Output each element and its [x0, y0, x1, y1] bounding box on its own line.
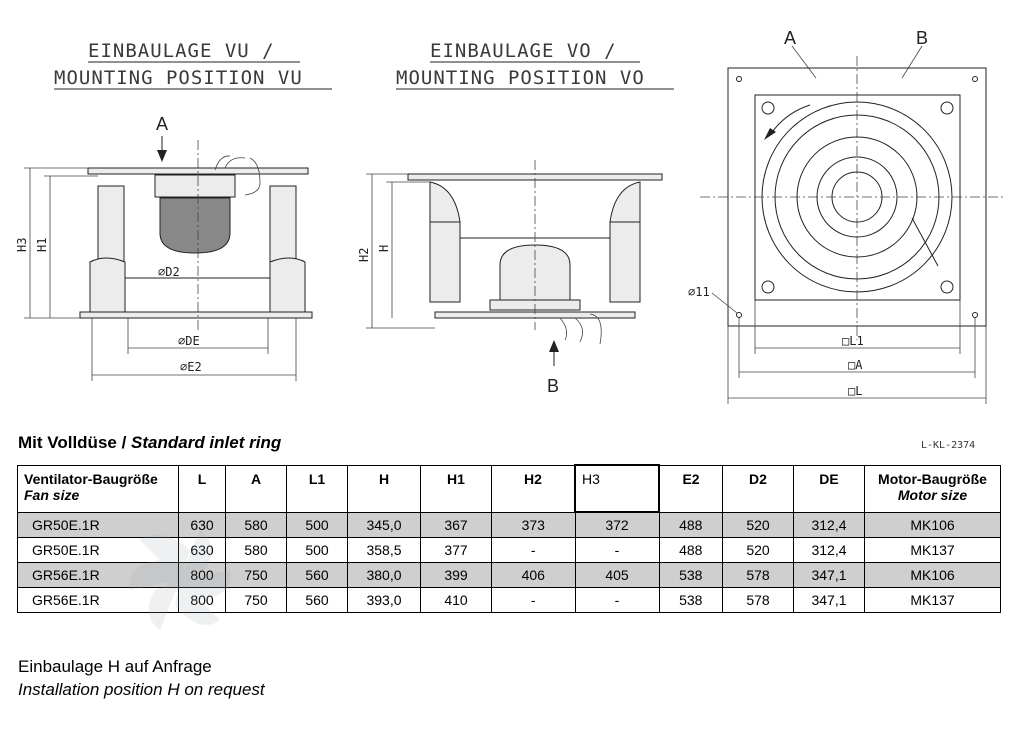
technical-drawings: EINBAULAGE VU / MOUNTING POSITION VU A H…	[15, 28, 1004, 404]
section-title-de: Mit Volldüse /	[18, 433, 132, 452]
arrow-down-icon	[157, 150, 167, 162]
rotation-arrow-icon	[764, 128, 776, 140]
vu-dim-de: ⌀DE	[178, 334, 200, 348]
vu-title-en: MOUNTING POSITION VU	[54, 67, 303, 89]
header-e2: E2	[658, 464, 723, 513]
vo-ring-right	[609, 181, 641, 223]
vu-dim-d2: ⌀D2	[158, 265, 180, 279]
drawing-vo: EINBAULAGE VO / MOUNTING POSITION VO H2 …	[357, 40, 674, 396]
vu-motor-body	[159, 197, 231, 254]
vu-label-a: A	[156, 114, 168, 134]
top-dim-l: □L	[848, 384, 862, 398]
top-hole-diameter: ⌀11	[688, 285, 710, 299]
table-row: GR50E.1R 630 580 500 358,5 377 - - 488 5…	[17, 537, 1001, 563]
top-label-a: A	[784, 28, 796, 48]
table-row: GR56E.1R 800 750 560 393,0 410 - - 538 5…	[17, 587, 1001, 613]
vo-label-b: B	[547, 376, 559, 396]
vo-left-column	[429, 221, 461, 303]
table-row: GR50E.1R 630 580 500 345,0 367 373 372 4…	[17, 511, 1001, 538]
table-row: GR56E.1R 800 750 560 380,0 399 406 405 5…	[17, 562, 1001, 588]
vu-right-column	[269, 185, 297, 267]
vo-title-en: MOUNTING POSITION VO	[396, 67, 645, 89]
vu-dim-h3: H3	[15, 238, 29, 252]
note-en: Installation position H on request	[18, 680, 265, 699]
vo-ring-left	[429, 181, 461, 223]
vo-dim-h: H	[377, 245, 391, 252]
vu-ring-left	[89, 257, 126, 313]
header-a: A	[225, 464, 287, 513]
header-h2: H2	[491, 464, 576, 513]
section-title: Mit Volldüse / Standard inlet ring	[18, 433, 281, 453]
vo-title-de: EINBAULAGE VO /	[430, 40, 617, 62]
top-dim-l1: □L1	[842, 334, 864, 348]
note-de: Einbaulage H auf Anfrage	[18, 657, 212, 676]
drawing-code: L-KL-2374	[921, 440, 976, 451]
top-label-b: B	[916, 28, 928, 48]
section-title-en: Standard inlet ring	[131, 433, 282, 452]
vo-right-column	[609, 221, 641, 303]
vu-ring-right	[269, 257, 306, 313]
top-inner-frame	[754, 94, 961, 301]
header-l1: L1	[286, 464, 348, 513]
header-l: L	[178, 464, 226, 513]
vu-left-column	[97, 185, 125, 267]
vu-title-de: EINBAULAGE VU /	[88, 40, 275, 62]
vu-base-flange	[79, 311, 313, 319]
drawing-top-view: A B ⌀11 □L1 □A □	[688, 28, 1004, 404]
installation-note: Einbaulage H auf Anfrage Installation po…	[18, 655, 265, 701]
header-h3: H3	[574, 464, 660, 513]
vu-dim-e2: ⌀E2	[180, 360, 202, 374]
vu-motor	[154, 174, 236, 198]
vu-dim-h1: H1	[35, 238, 49, 252]
top-dim-a: □A	[848, 358, 863, 372]
arrow-up-icon	[549, 340, 559, 352]
header-h1: H1	[420, 464, 492, 513]
drawing-vu: EINBAULAGE VU / MOUNTING POSITION VU A H…	[15, 40, 332, 381]
vo-dim-h2: H2	[357, 248, 371, 262]
header-d2: D2	[722, 464, 794, 513]
header-h: H	[347, 464, 421, 513]
header-de: DE	[793, 464, 865, 513]
drawing-canvas: EINBAULAGE VU / MOUNTING POSITION VU A H…	[15, 28, 1004, 404]
